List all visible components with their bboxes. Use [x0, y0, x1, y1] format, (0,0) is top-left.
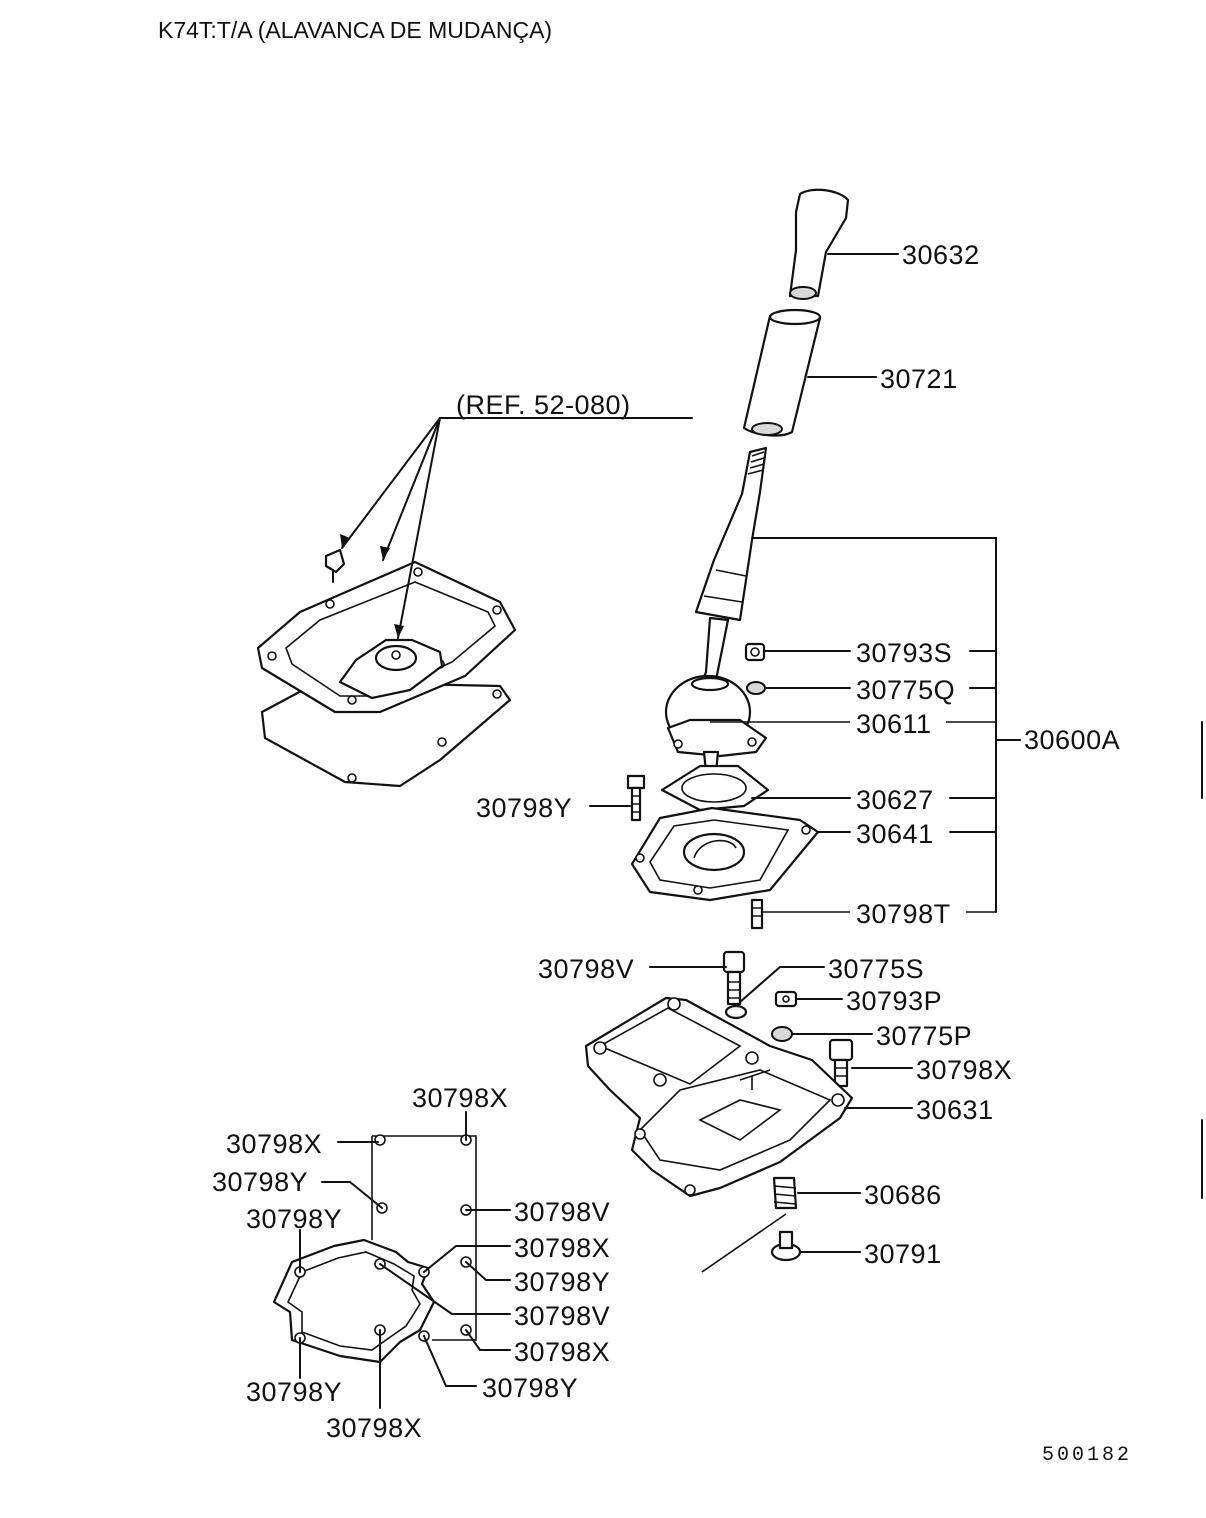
- bolt-30798Y-upper: [626, 774, 646, 822]
- shift-knob: [788, 188, 850, 300]
- ref-label: (REF. 52-080): [456, 390, 631, 420]
- label-30611: 30611: [856, 709, 932, 739]
- label-30600A: 30600A: [1024, 725, 1120, 755]
- label-gasket-r1: 30798V: [514, 1197, 610, 1227]
- leaders-bolt-pattern: [299, 1111, 511, 1409]
- label-30632: 30632: [902, 240, 980, 270]
- screw-30798T: [750, 898, 764, 930]
- label-gasket-b3: 30798Y: [482, 1373, 578, 1403]
- label-30631: 30631: [916, 1095, 994, 1125]
- label-30798V: 30798V: [538, 954, 634, 984]
- label-30627: 30627: [856, 785, 934, 815]
- label-30791: 30791: [864, 1239, 942, 1269]
- bolt-30798V: [722, 950, 746, 1006]
- nut-30793S: [744, 642, 766, 662]
- label-gasket-r5: 30798X: [514, 1337, 610, 1367]
- washer-30775Q: [746, 681, 766, 695]
- label-gasket-l2: 30798Y: [212, 1167, 308, 1197]
- label-gasket-r4: 30798V: [514, 1301, 610, 1331]
- label-gasket-r2: 30798X: [514, 1233, 610, 1263]
- label-gasket-b1: 30798Y: [246, 1377, 342, 1407]
- label-30641: 30641: [856, 819, 934, 849]
- label-gasket-b2: 30798X: [326, 1413, 422, 1443]
- label-gasket-l3: 30798Y: [246, 1204, 342, 1234]
- label-30686: 30686: [864, 1180, 942, 1210]
- label-gasket-r3: 30798Y: [514, 1267, 610, 1297]
- gasket-30627: [660, 764, 770, 812]
- pin-30791: [770, 1230, 802, 1262]
- label-30721: 30721: [880, 364, 958, 394]
- label-30798T: 30798T: [856, 899, 951, 929]
- diagram-title: K74T:T/A (ALAVANCA DE MUDANÇA): [158, 17, 552, 43]
- label-30775P: 30775P: [876, 1021, 972, 1051]
- label-30775S: 30775S: [828, 954, 924, 984]
- label-30798X: 30798X: [916, 1055, 1012, 1085]
- washer-30775P: [771, 1026, 793, 1042]
- leaders-assembly: [710, 537, 1021, 913]
- ref-leaders: [340, 417, 693, 639]
- label-30793P: 30793P: [846, 986, 942, 1016]
- diagram-code: 500182: [1042, 1444, 1132, 1467]
- bolt-30798X-upper: [828, 1038, 854, 1088]
- leaders-housing: [649, 966, 913, 1253]
- lever-sleeve: [742, 308, 822, 437]
- label-30775Q: 30775Q: [856, 675, 955, 705]
- spring-30686: [772, 1176, 798, 1210]
- label-30798Y-upper: 30798Y: [476, 793, 572, 823]
- label-30793S: 30793S: [856, 638, 952, 668]
- washer-30775S: [724, 1004, 748, 1020]
- nut-30793P: [774, 990, 798, 1008]
- plate-30641: [630, 806, 820, 902]
- housing-30631: [584, 996, 854, 1198]
- lever-ball-housing: [664, 674, 768, 774]
- console-plate-ref: [256, 548, 517, 788]
- label-gasket-top: 30798X: [412, 1083, 508, 1113]
- shift-lever: [694, 446, 768, 690]
- label-gasket-l1: 30798X: [226, 1129, 322, 1159]
